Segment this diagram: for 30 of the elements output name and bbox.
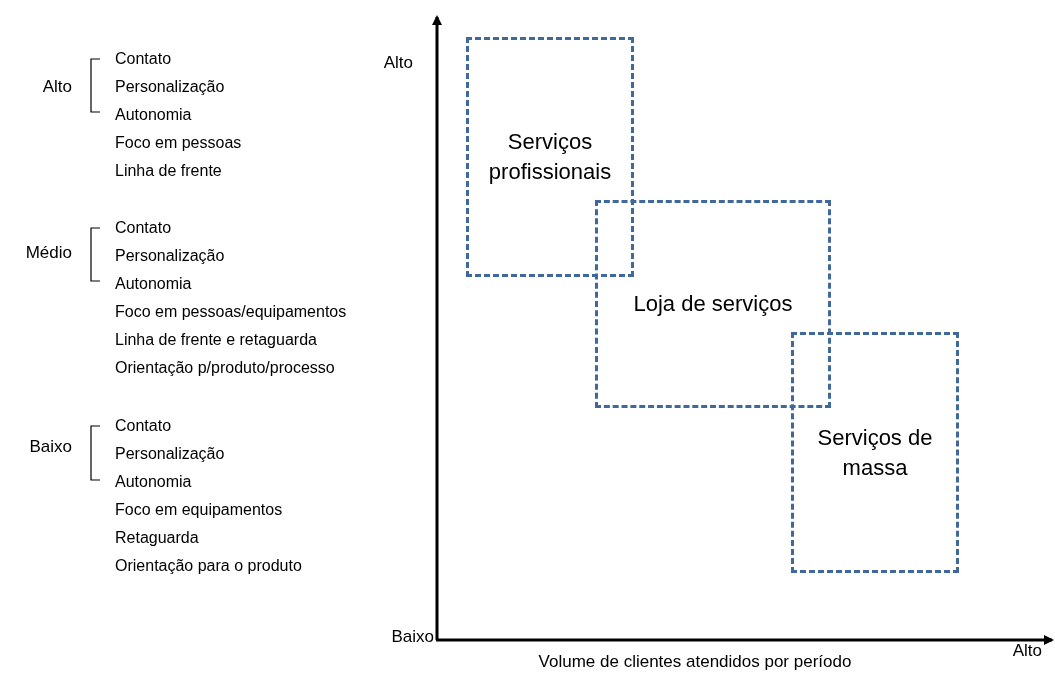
attribute-label: Foco em equipamentos [115,500,283,520]
attribute-label: Personalização [115,77,225,97]
region-label: Loja de serviços [632,290,794,318]
axis-label: Alto [1012,640,1042,662]
dashed-region-box [791,332,959,573]
attribute-label: Personalização [115,444,225,464]
attribute-label: Linha de frente e retaguarda [115,330,317,350]
attribute-label: Contato [115,49,172,69]
dashed-region-box [466,37,634,277]
attribute-label: Linha de frente [115,161,222,181]
axis-label: Baixo [29,436,72,458]
attribute-label: Foco em pessoas [115,133,242,153]
attribute-label: Retaguarda [115,528,199,548]
attribute-label: Orientação p/produto/processo [115,358,335,378]
attribute-label: Foco em pessoas/equipamentos [115,302,347,322]
attribute-label: Personalização [115,246,225,266]
axis-label: Baixo [391,626,434,648]
axis-label: Volume de clientes atendidos por período [538,651,852,673]
region-label: Serviços profissionais [487,128,613,186]
attribute-label: Autonomia [115,105,192,125]
attribute-label: Orientação para o produto [115,556,302,576]
attribute-label: Contato [115,416,172,436]
attribute-label: Contato [115,218,172,238]
axis-label: Alto [42,76,72,98]
dashed-region-box [595,200,831,408]
attribute-label: Autonomia [115,472,192,492]
axis-label: Alto [383,52,413,74]
attribute-label: Autonomia [115,274,192,294]
region-label: Serviços de massa [816,423,934,482]
axis-label: Médio [25,242,72,264]
